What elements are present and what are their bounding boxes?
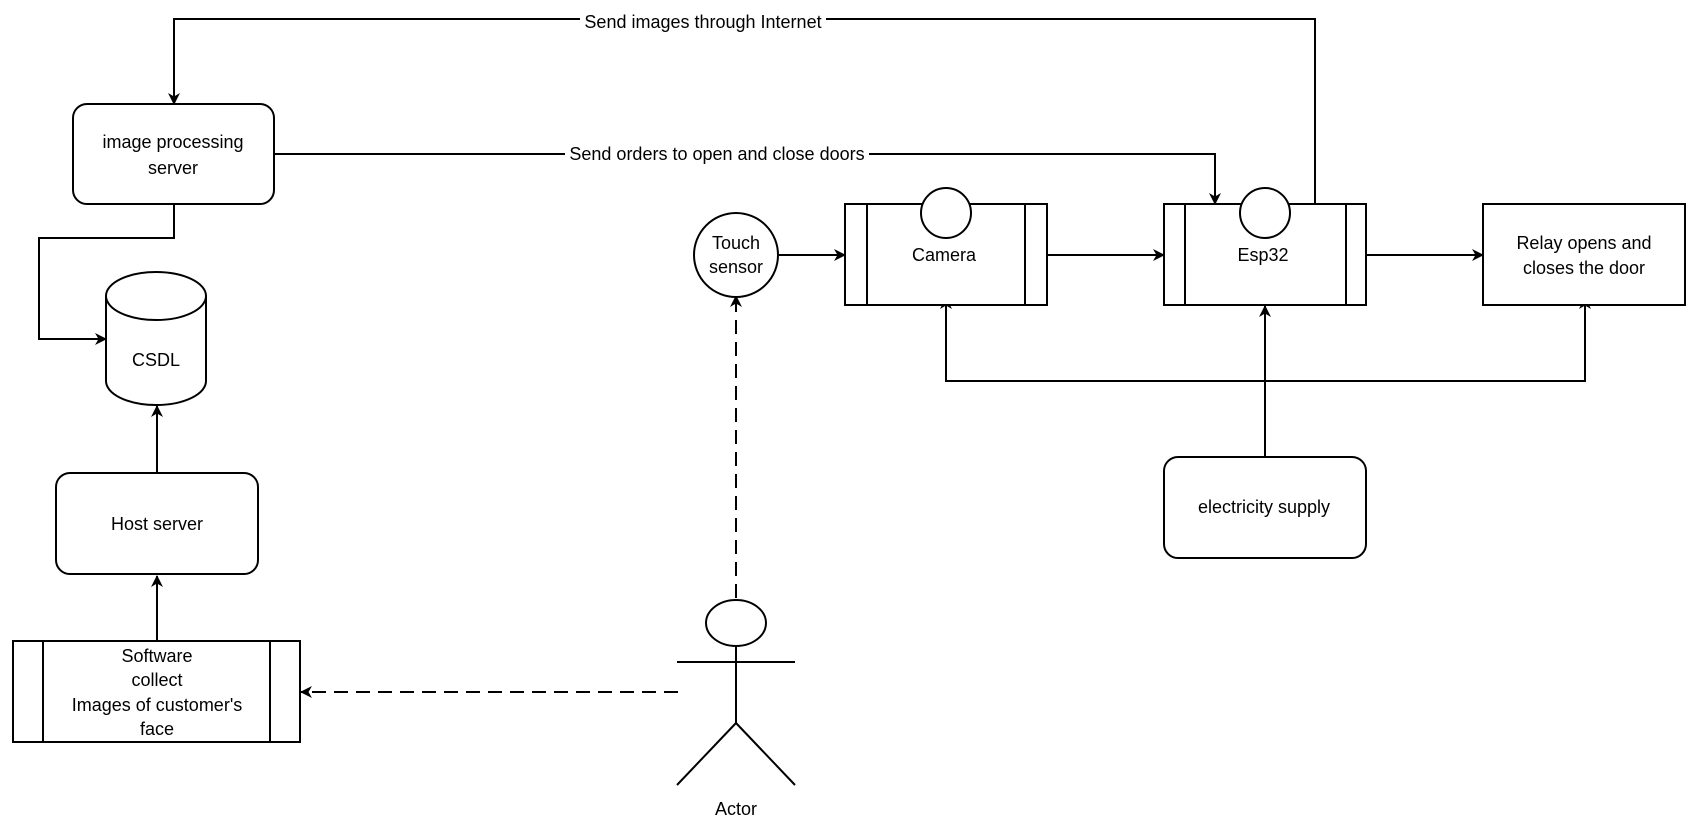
node-esp32: Esp32 xyxy=(1163,187,1367,306)
node-label: Actor xyxy=(715,799,757,819)
node-label: Camera xyxy=(912,245,977,265)
node-relay: Relay opens and closes the door xyxy=(1482,203,1686,306)
edge-label-send-orders: Send orders to open and close doors xyxy=(569,144,864,164)
node-label: collect xyxy=(131,670,182,690)
node-label: face xyxy=(140,719,174,739)
esp32-port-circle xyxy=(1239,187,1291,239)
edge-supply-to-relay xyxy=(1265,297,1591,382)
node-label: electricity supply xyxy=(1198,497,1330,517)
edge-supply-to-camera xyxy=(940,297,1265,382)
node-label: Relay opens and xyxy=(1516,233,1651,253)
node-electricity-supply: electricity supply xyxy=(1163,456,1367,559)
node-label: image processing xyxy=(102,132,243,152)
node-image-processing-server: image processing server xyxy=(72,103,275,205)
node-touch-sensor: Touch sensor xyxy=(693,212,779,298)
node-host-server: Host server xyxy=(55,472,259,575)
node-label: Esp32 xyxy=(1237,245,1288,265)
actor-icon xyxy=(676,599,796,786)
node-label: CSDL xyxy=(132,350,180,370)
node-label: Touch xyxy=(712,233,760,253)
node-label: closes the door xyxy=(1523,258,1645,278)
node-label: server xyxy=(148,158,198,178)
node-label: Host server xyxy=(111,514,203,534)
node-actor: Actor xyxy=(676,599,796,819)
edge-label-send-images: Send images through Internet xyxy=(584,12,821,32)
edge-send-images: Send images through Internet xyxy=(168,10,1316,204)
node-camera: Camera xyxy=(844,187,1048,306)
node-csdl-database: CSDL xyxy=(105,271,207,406)
edge-send-orders: Send orders to open and close doors xyxy=(274,144,1221,205)
node-software-collect: Software collect Images of customer's fa… xyxy=(12,640,301,743)
node-label: Software xyxy=(121,646,192,666)
node-label: Images of customer's xyxy=(72,695,243,715)
camera-port-circle xyxy=(920,187,972,239)
node-label: sensor xyxy=(709,257,763,277)
edge-server-to-csdl xyxy=(38,204,175,345)
